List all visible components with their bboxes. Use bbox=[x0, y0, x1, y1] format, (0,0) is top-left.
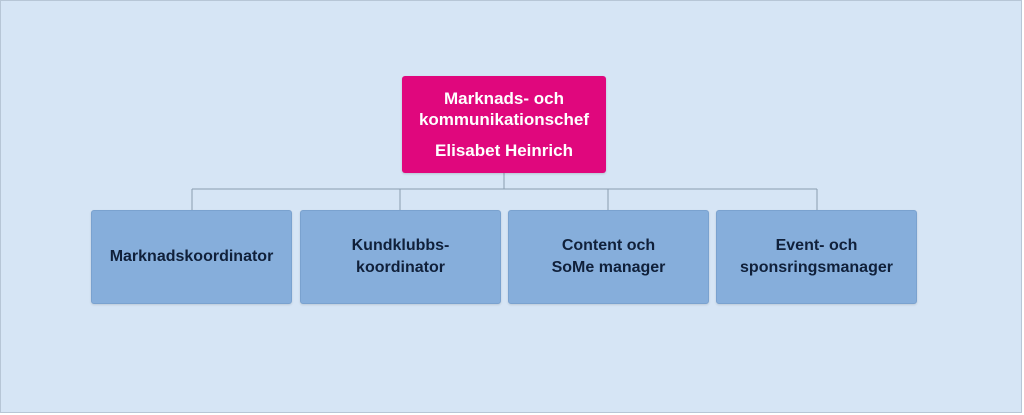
child-node-label: Event- och sponsringsmanager bbox=[740, 237, 893, 276]
child-node-kundklubbskoordinator: Kundklubbs- koordinator bbox=[300, 210, 501, 304]
root-node: Marknads- och kommunikationschef Elisabe… bbox=[402, 76, 606, 173]
child-node-marknadskoordinator: Marknadskoordinator bbox=[91, 210, 292, 304]
root-person-name: Elisabet Heinrich bbox=[435, 141, 573, 160]
child-node-label: Kundklubbs- koordinator bbox=[351, 237, 450, 276]
child-node-label: Content och SoMe manager bbox=[551, 237, 666, 276]
child-node-event-sponsringsmanager: Event- och sponsringsmanager bbox=[716, 210, 917, 304]
child-node-label: Marknadskoordinator bbox=[109, 248, 274, 265]
root-title: Marknads- och kommunikationschef bbox=[418, 89, 590, 129]
child-node-content-some-manager: Content och SoMe manager bbox=[508, 210, 709, 304]
